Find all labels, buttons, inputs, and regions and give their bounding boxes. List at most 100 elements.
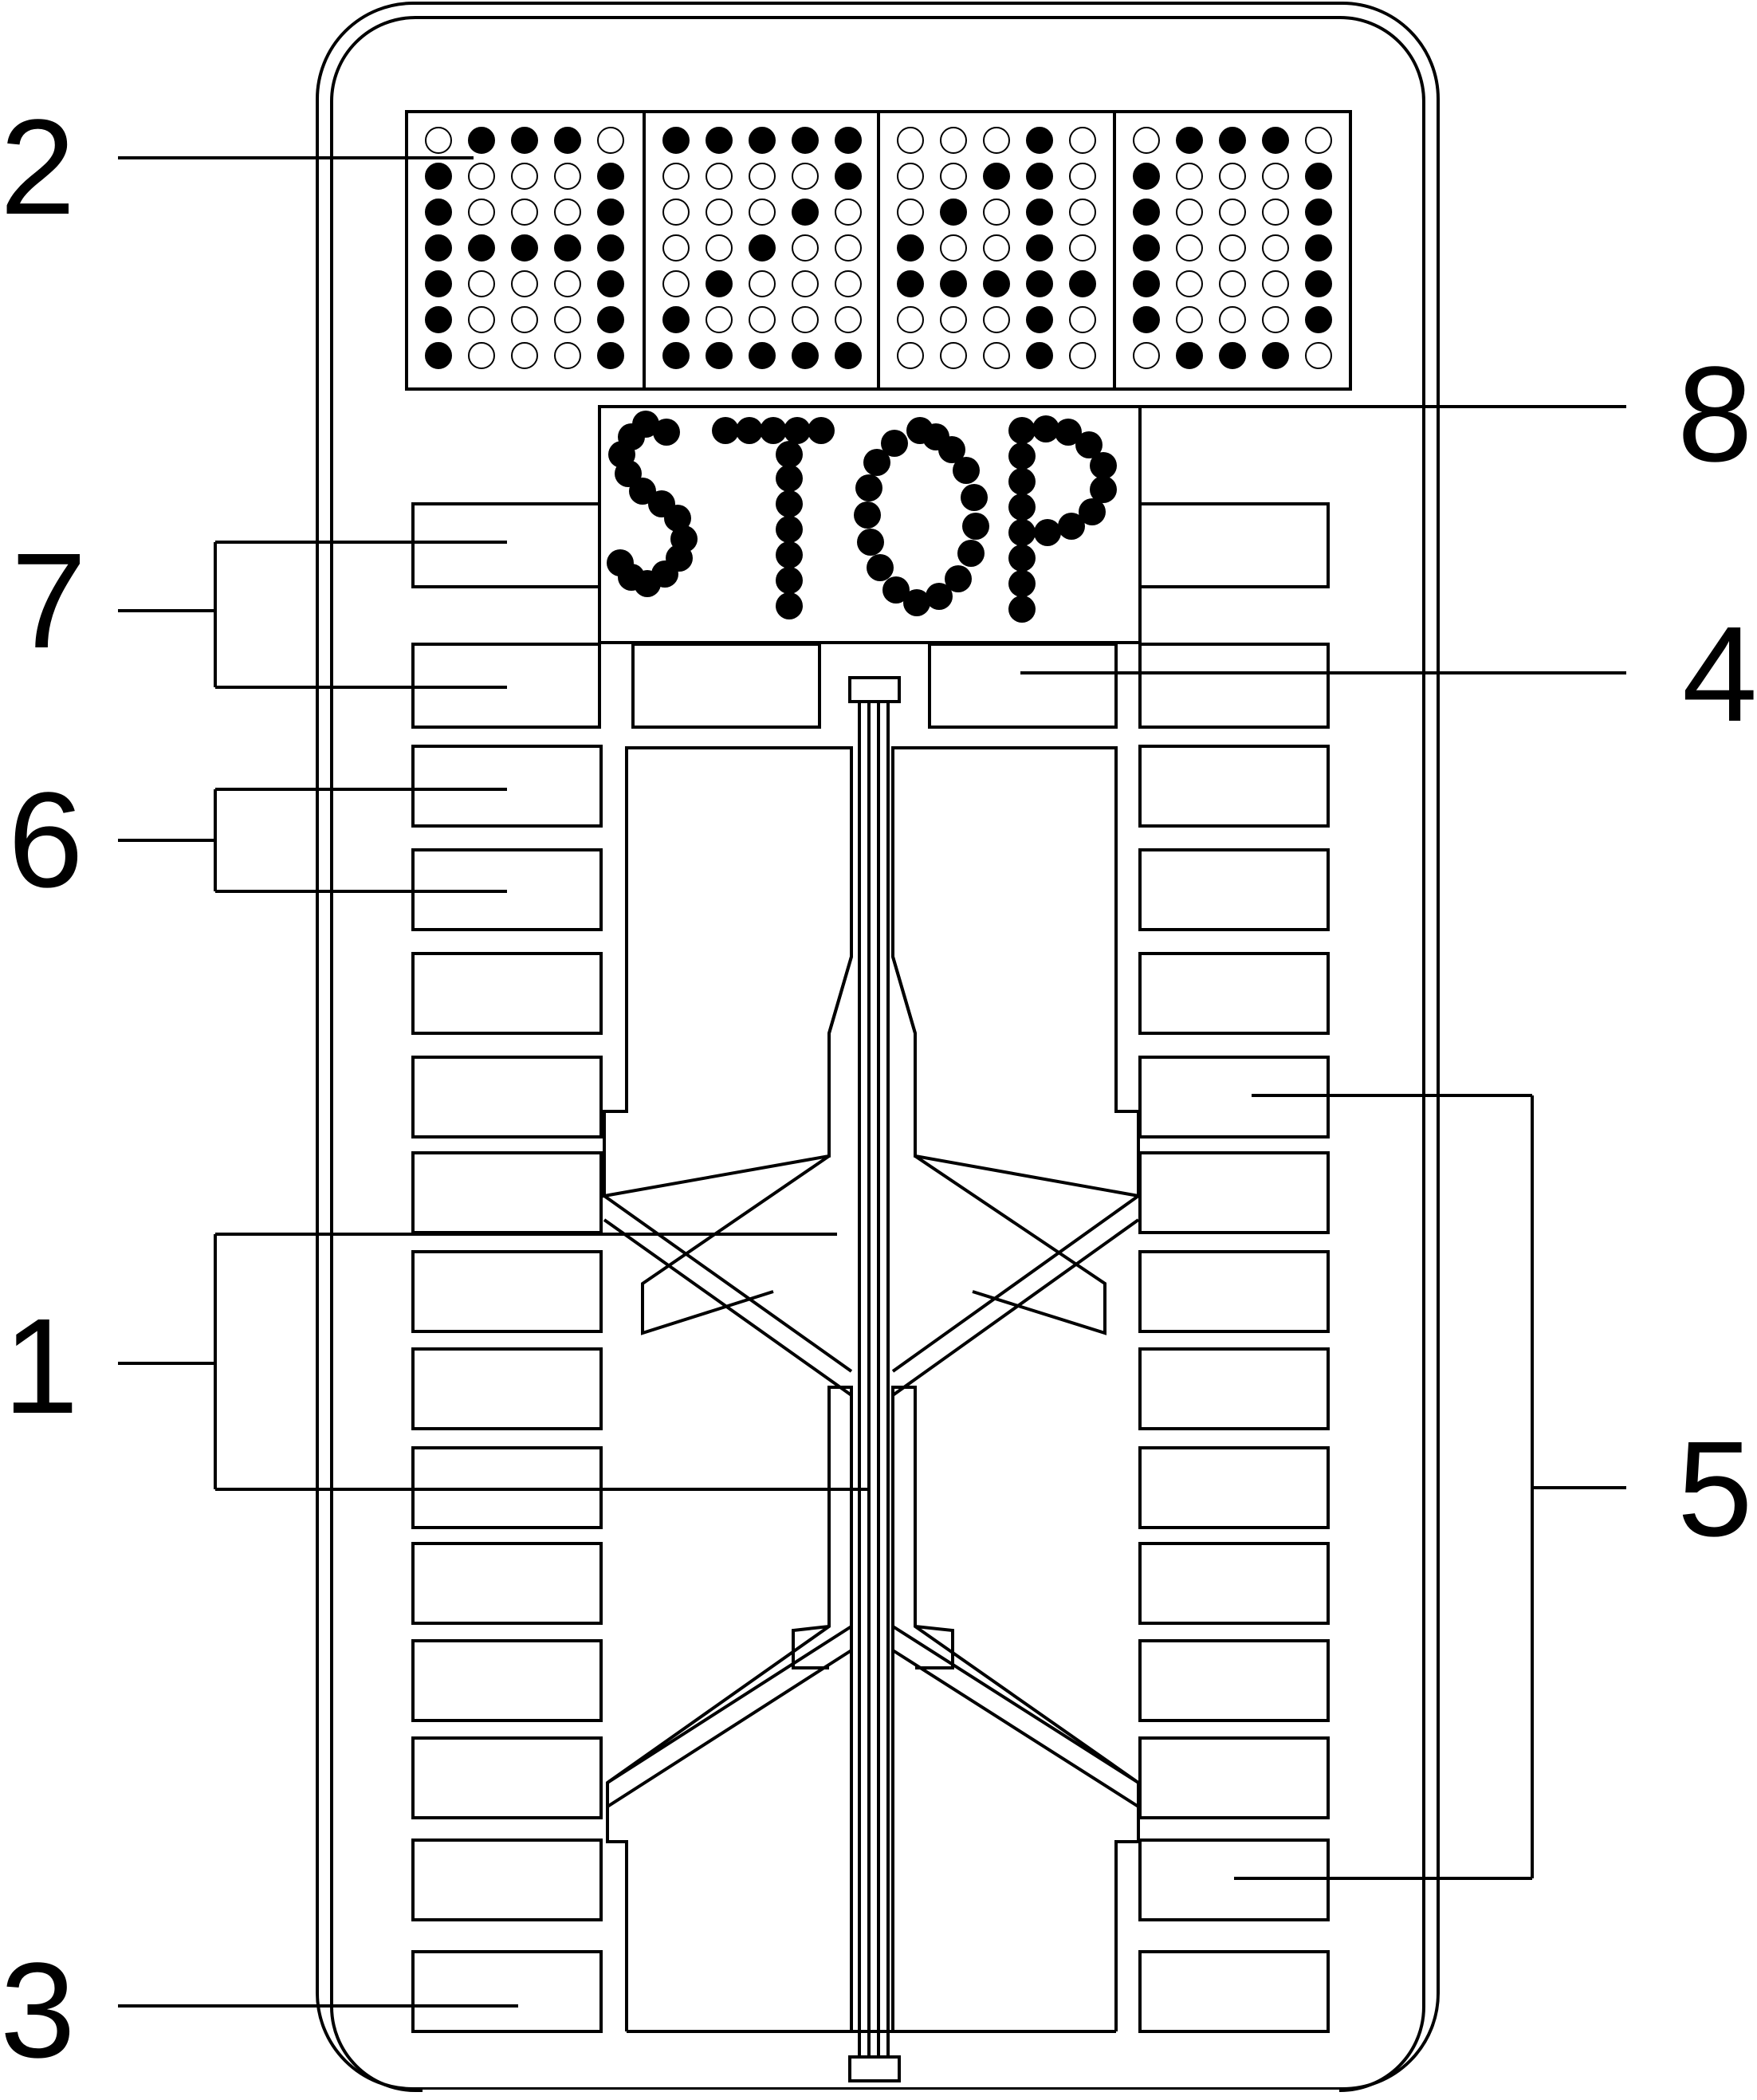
matrix-dot-off (1305, 342, 1332, 369)
stop-letter-dot (664, 505, 691, 532)
matrix-dot-on (749, 127, 776, 154)
stop-letter-dot (1008, 417, 1036, 444)
leader-lines (118, 156, 1626, 2008)
right-box (1138, 848, 1330, 931)
matrix-dot-off (749, 163, 776, 190)
matrix-dot-off (835, 234, 862, 262)
matrix-dot-off (1069, 199, 1096, 226)
stop-letter-dot (1008, 570, 1036, 597)
top-box-left-inner (631, 643, 821, 729)
matrix-dot-off (554, 270, 581, 297)
matrix-dot-off (835, 306, 862, 333)
matrix-dot-off (1219, 199, 1246, 226)
leader-5 (1234, 1094, 1626, 1880)
right-box (1138, 1250, 1330, 1333)
matrix-dot-off (1219, 306, 1246, 333)
stop-letter-dot (863, 449, 890, 476)
matrix-dot-off (425, 127, 452, 154)
matrix-dot-off (983, 342, 1010, 369)
matrix-dot-off (468, 163, 495, 190)
matrix-dot-on (511, 127, 538, 154)
matrix-dot-on (468, 127, 495, 154)
callout-label-4: 4 (1682, 599, 1757, 750)
matrix-dot-off (940, 342, 967, 369)
stop-letter-dot (1058, 513, 1085, 540)
matrix-dot-off (554, 306, 581, 333)
stop-letter-dot (926, 583, 953, 610)
stop-letter-dot (1008, 468, 1036, 495)
matrix-dot-on (749, 342, 776, 369)
matrix-dot-on (749, 234, 776, 262)
right-box (1138, 1542, 1330, 1625)
stop-letter-dot (776, 441, 803, 468)
wedge-lower-right (914, 1625, 954, 1669)
matrix-dot-on (1026, 127, 1053, 154)
left-box (411, 1838, 603, 1921)
matrix-dot-off (468, 199, 495, 226)
matrix-dot-on (792, 199, 819, 226)
matrix-dot-off (983, 199, 1010, 226)
matrix-dot-on (1133, 306, 1160, 333)
matrix-dot-on (1026, 270, 1053, 297)
matrix-dot-on (792, 342, 819, 369)
stop-letter-dot (961, 484, 988, 511)
matrix-dot-off (983, 306, 1010, 333)
matrix-dot-on (1133, 199, 1160, 226)
matrix-dot-on (597, 270, 624, 297)
left-box (411, 1542, 603, 1625)
stop-letter-dot (957, 540, 985, 567)
right-box (1138, 1446, 1330, 1529)
matrix-dot-off (662, 234, 690, 262)
matrix-dot-off (835, 199, 862, 226)
matrix-dots (425, 127, 1332, 369)
matrix-dot-off (554, 199, 581, 226)
matrix-dot-off (1262, 234, 1289, 262)
matrix-dot-off (940, 234, 967, 262)
leader-6 (118, 788, 507, 893)
matrix-dot-on (511, 234, 538, 262)
matrix-dot-off (1176, 199, 1203, 226)
left-box (411, 1056, 603, 1138)
matrix-dot-on (1262, 342, 1289, 369)
matrix-dot-off (468, 270, 495, 297)
matrix-dot-off (1176, 234, 1203, 262)
callout-label-3: 3 (0, 1935, 76, 2086)
matrix-dot-off (1133, 342, 1160, 369)
left-box (411, 745, 603, 828)
matrix-dot-off (835, 270, 862, 297)
stop-letter-dot (1008, 494, 1036, 521)
matrix-dot-on (983, 270, 1010, 297)
callout-label-2: 2 (0, 92, 76, 243)
matrix-dot-on (1219, 127, 1246, 154)
matrix-dot-off (511, 163, 538, 190)
stop-letter-dot (1008, 442, 1036, 470)
channel-upper-right (891, 1194, 1140, 1397)
matrix-dot-off (1262, 270, 1289, 297)
matrix-dot-off (706, 199, 733, 226)
stop-letter-dot (962, 513, 989, 540)
matrix-dot-off (897, 306, 924, 333)
callout-label-5: 5 (1677, 1414, 1753, 1565)
matrix-dot-on (554, 234, 581, 262)
matrix-dot-on (425, 163, 452, 190)
matrix-dot-off (706, 306, 733, 333)
matrix-dot-off (662, 163, 690, 190)
left-box (411, 1736, 603, 1819)
matrix-dot-on (425, 306, 452, 333)
matrix-dot-on (1069, 270, 1096, 297)
stop-letter-dot (712, 417, 739, 444)
matrix-dot-on (1176, 127, 1203, 154)
right-box (1138, 1347, 1330, 1430)
wedge-upper-left (641, 956, 853, 1335)
matrix-dot-off (706, 163, 733, 190)
matrix-dot-on (835, 342, 862, 369)
matrix-dot-on (1219, 342, 1246, 369)
central-rod (848, 676, 901, 2082)
matrix-dot-on (597, 163, 624, 190)
stop-letter-dot (1008, 545, 1036, 572)
leader-7 (118, 541, 507, 689)
stop-letter-dot (776, 490, 803, 517)
matrix-dot-off (1262, 163, 1289, 190)
matrix-dot-off (792, 270, 819, 297)
